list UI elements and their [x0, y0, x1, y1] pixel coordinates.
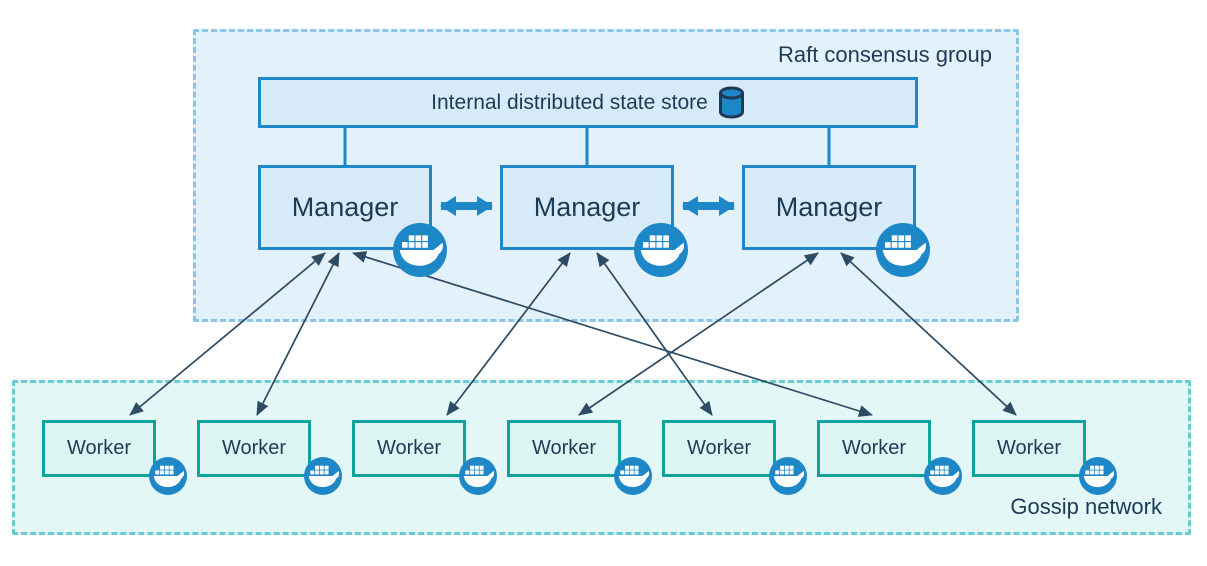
docker-whale-icon: [149, 457, 187, 495]
docker-whale-icon: [769, 457, 807, 495]
docker-whale-icon: [393, 223, 447, 277]
docker-whale-icon: [304, 457, 342, 495]
manager-1-label: Manager: [291, 192, 399, 222]
worker-5-box: Worker: [662, 420, 776, 477]
state-store-label: Internal distributed state store: [431, 90, 708, 114]
worker-5-label: Worker: [686, 437, 752, 459]
database-icon: [718, 86, 744, 119]
worker-3-box: Worker: [352, 420, 466, 477]
worker-6-box: Worker: [817, 420, 931, 477]
worker-1-label: Worker: [66, 437, 132, 459]
worker-4-box: Worker: [507, 420, 621, 477]
manager-3-box: Manager: [742, 165, 916, 250]
docker-whale-icon: [1079, 457, 1117, 495]
worker-4-label: Worker: [531, 437, 597, 459]
worker-2-box: Worker: [197, 420, 311, 477]
worker-7-box: Worker: [972, 420, 1086, 477]
worker-6-label: Worker: [841, 437, 907, 459]
state-store-box: Internal distributed state store: [258, 77, 918, 128]
worker-3-label: Worker: [376, 437, 442, 459]
docker-whale-icon: [459, 457, 497, 495]
worker-7-label: Worker: [996, 437, 1062, 459]
manager-2-label: Manager: [533, 192, 641, 222]
docker-whale-icon: [614, 457, 652, 495]
gossip-network-label: Gossip network: [1010, 494, 1162, 519]
worker-2-label: Worker: [221, 437, 287, 459]
worker-1-box: Worker: [42, 420, 156, 477]
raft-group-label: Raft consensus group: [777, 42, 992, 67]
docker-whale-icon: [924, 457, 962, 495]
docker-whale-icon: [634, 223, 688, 277]
manager-3-label: Manager: [775, 192, 883, 222]
docker-whale-icon: [876, 223, 930, 277]
